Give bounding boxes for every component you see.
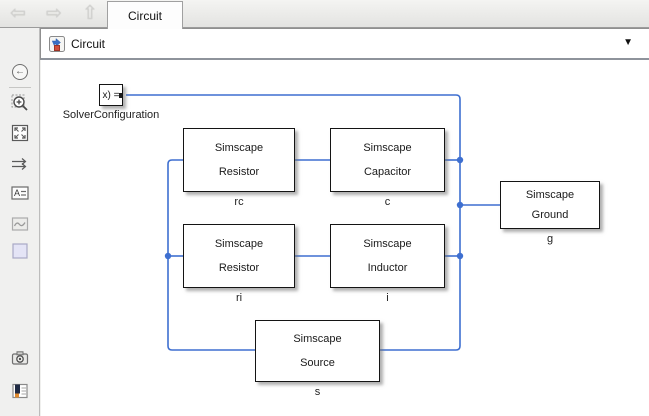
block-label: i [386, 292, 389, 304]
block-text: Simscape [214, 237, 264, 250]
block-ground-g[interactable]: Simscape Ground [500, 181, 600, 229]
junction-dot [164, 252, 172, 260]
tab-label: Circuit [127, 8, 162, 23]
up-arrow-icon[interactable]: ⇧ [82, 3, 98, 24]
junction-dot [456, 252, 464, 260]
hide-browser-button[interactable]: ← [12, 64, 28, 80]
block-text: Inductor [367, 262, 408, 275]
model-icon [49, 35, 65, 52]
block-text: Simscape [293, 333, 342, 345]
collapse-sidebar-icon[interactable]: « [10, 412, 18, 416]
block-text: Source [300, 357, 335, 369]
block-text: Simscape [363, 141, 412, 154]
svg-text:A: A [14, 188, 20, 198]
viewmarks-icon[interactable] [11, 382, 29, 400]
block-text: Capacitor [363, 166, 412, 179]
area-icon[interactable] [11, 242, 29, 260]
signal-routing-icon[interactable] [11, 155, 29, 173]
tab-circuit[interactable]: Circuit [107, 1, 183, 29]
screenshot-camera-icon[interactable] [11, 349, 29, 367]
chevron-down-icon[interactable]: ▼ [623, 37, 633, 48]
block-text: x) = [102, 89, 120, 101]
block-resistor-rc[interactable]: Simscape Resistor [183, 128, 295, 192]
block-text: Simscape [214, 141, 264, 154]
port-icon[interactable] [119, 93, 122, 98]
block-text: Resistor [218, 166, 260, 179]
block-label: rc [234, 196, 244, 208]
annotation-icon[interactable]: A [11, 184, 29, 202]
block-label: c [384, 196, 391, 208]
block-resistor-ri[interactable]: Simscape Resistor [183, 224, 295, 288]
palette-sidebar: ← A [0, 28, 40, 416]
block-label: s [314, 386, 321, 398]
block-text: Resistor [218, 262, 260, 275]
junction-dot [456, 201, 464, 209]
image-icon[interactable] [11, 215, 29, 233]
block-solver-configuration[interactable]: x) = [99, 84, 123, 106]
forward-arrow-icon[interactable]: ⇨ [46, 3, 62, 24]
block-label: ri [235, 292, 243, 304]
block-text: Simscape [525, 189, 575, 202]
breadcrumb[interactable]: Circuit ▼ [40, 28, 649, 60]
divider [9, 87, 31, 88]
block-capacitor-c[interactable]: Simscape Capacitor [330, 128, 445, 192]
zoom-in-icon[interactable] [11, 94, 29, 112]
back-arrow-icon[interactable]: ⇦ [10, 3, 26, 24]
block-source-s[interactable]: Simscape Source [255, 320, 380, 382]
fit-to-view-icon[interactable] [11, 124, 29, 142]
breadcrumb-model-name: Circuit [71, 36, 106, 51]
block-inductor-i[interactable]: Simscape Inductor [330, 224, 445, 288]
block-text: Ground [531, 208, 569, 221]
block-text: Simscape [363, 237, 412, 250]
junction-dot [456, 156, 464, 164]
block-label: SolverConfiguration [62, 109, 160, 121]
block-label: g [546, 233, 554, 245]
wire-solver-trunk[interactable] [126, 94, 461, 351]
